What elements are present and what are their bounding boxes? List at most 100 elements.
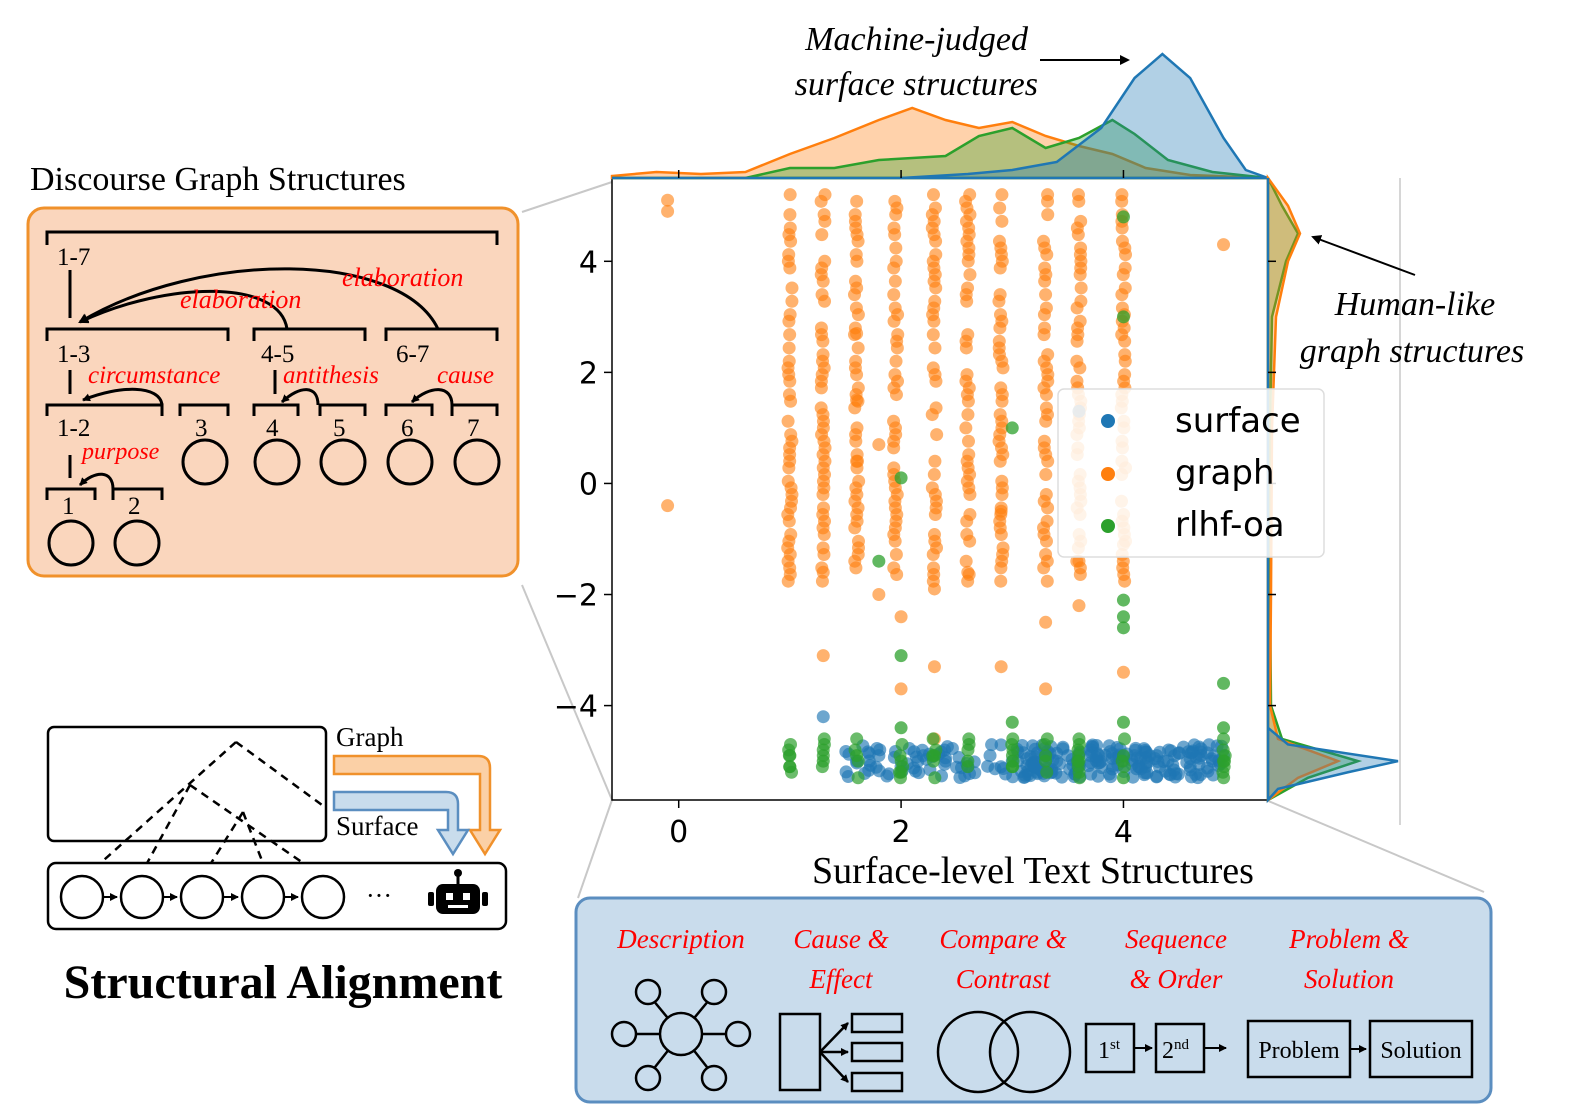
scatter-point-rlhf — [1073, 771, 1087, 785]
scatter-point-graph — [781, 574, 795, 588]
scatter-point-rlhf — [894, 765, 908, 779]
scatter-point-graph — [959, 421, 973, 435]
legend-marker-surface — [1101, 414, 1115, 428]
scatter-point-graph — [926, 188, 940, 202]
scatter-point-graph — [816, 488, 830, 502]
node-label: 5 — [333, 415, 346, 442]
scatter-point-graph — [993, 201, 1007, 215]
scatter-point-graph — [894, 610, 908, 624]
scatter-point-graph — [887, 441, 901, 455]
scatter-point-graph — [1039, 414, 1053, 428]
scatter-point-surface — [1050, 754, 1064, 768]
scatter-point-graph — [1119, 248, 1133, 262]
surface-arrow-label: Surface — [336, 811, 418, 841]
x-tick-label: 0 — [669, 815, 688, 850]
scatter-point-graph — [961, 565, 975, 579]
leaf-circle — [386, 438, 434, 486]
scatter-point-graph — [784, 394, 798, 408]
scatter-point-graph — [1116, 268, 1130, 282]
problem-solution-icon: Problem Solution — [1246, 1019, 1474, 1079]
scatter-point-graph — [1118, 574, 1132, 588]
scatter-point-surface — [953, 771, 967, 785]
structure-label-cause-line2: Effect — [809, 964, 874, 994]
scatter-point-graph — [1217, 238, 1231, 252]
annotation-right-arrow — [1311, 235, 1416, 276]
scatter-point-graph — [783, 188, 797, 202]
scatter-point-graph — [929, 281, 943, 295]
scatter-point-rlhf — [1217, 721, 1231, 735]
structure-label-description: Description — [616, 924, 745, 954]
annotation-right-line1: Human-like — [1334, 286, 1496, 323]
scatter-point-graph — [992, 294, 1006, 308]
scatter-point-rlhf — [783, 760, 797, 774]
scatter-point-rlhf — [894, 649, 908, 663]
scatter-points — [661, 188, 1232, 785]
y-tick-label: −4 — [554, 690, 598, 725]
scatter-point-rlhf — [1116, 310, 1130, 324]
structure-label-problem: Problem & — [1288, 924, 1409, 954]
scatter-point-graph — [994, 504, 1008, 518]
relation-label: antithesis — [283, 362, 379, 389]
discourse-leaf-circles — [47, 438, 501, 567]
scatter-point-graph — [994, 561, 1008, 575]
scatter-point-graph — [785, 294, 799, 308]
scatter-point-surface — [1104, 770, 1118, 784]
scatter-point-rlhf — [1116, 593, 1130, 607]
scatter-point-graph — [1040, 248, 1054, 262]
scatter-point-graph — [661, 499, 675, 513]
scatter-point-graph — [1041, 208, 1055, 222]
node-label: 6 — [401, 415, 414, 442]
sequence-node — [240, 874, 286, 920]
leaf-circle — [113, 519, 161, 567]
seq-first: 1 — [1098, 1038, 1110, 1064]
svg-text:1st: 1st — [1098, 1037, 1121, 1064]
scatter-point-graph — [890, 568, 904, 582]
scatter-point-rlhf — [1039, 749, 1053, 763]
scatter-point-surface — [1205, 754, 1219, 768]
scatter-point-graph — [927, 314, 941, 328]
scatter-point-graph — [995, 488, 1009, 502]
scatter-point-graph — [889, 354, 903, 368]
scatter-point-graph — [929, 374, 943, 388]
leaf-circle — [253, 438, 301, 486]
x-tick-label: 4 — [1114, 815, 1133, 850]
scatter-point-graph — [816, 334, 830, 348]
leaf-circle — [453, 438, 501, 486]
scatter-point-graph — [818, 294, 832, 308]
scatter-point-surface — [1094, 754, 1108, 768]
scatter-point-graph — [1073, 361, 1087, 375]
scatter-point-rlhf — [926, 732, 940, 746]
scatter-point-surface — [1150, 749, 1164, 763]
scatter-point-graph — [851, 341, 865, 355]
scatter-point-graph — [1039, 534, 1053, 548]
scatter-point-graph — [887, 288, 901, 302]
scatter-point-graph — [1115, 221, 1129, 235]
scatter-point-graph — [960, 294, 974, 308]
scatter-point-rlhf — [1217, 771, 1231, 785]
scatter-point-graph — [1037, 328, 1051, 342]
scatter-point-graph — [889, 208, 903, 222]
node-label: 7 — [467, 415, 480, 442]
sequence-node — [179, 874, 225, 920]
alignment-ellipsis: ··· — [366, 881, 392, 910]
scatter-point-surface — [1139, 760, 1153, 774]
scatter-point-graph — [1073, 568, 1087, 582]
y-tick-label: −2 — [554, 579, 598, 614]
legend-label-rlhf: rlhf-oa — [1175, 505, 1285, 545]
scatter-point-rlhf — [1118, 732, 1132, 746]
scatter-point-rlhf — [872, 554, 886, 568]
scatter-point-surface — [1126, 770, 1140, 784]
scatter-point-graph — [888, 534, 902, 548]
scatter-point-surface — [872, 749, 886, 763]
scatter-point-graph — [849, 561, 863, 575]
scatter-point-graph — [782, 314, 796, 328]
scatter-point-graph — [1039, 615, 1053, 629]
scatter-point-surface — [994, 738, 1008, 752]
scatter-point-graph — [848, 288, 862, 302]
scatter-point-graph — [890, 341, 904, 355]
scatter-point-graph — [961, 434, 975, 448]
discourse-relation-arrows — [78, 267, 454, 490]
scatter-point-graph — [850, 327, 864, 340]
